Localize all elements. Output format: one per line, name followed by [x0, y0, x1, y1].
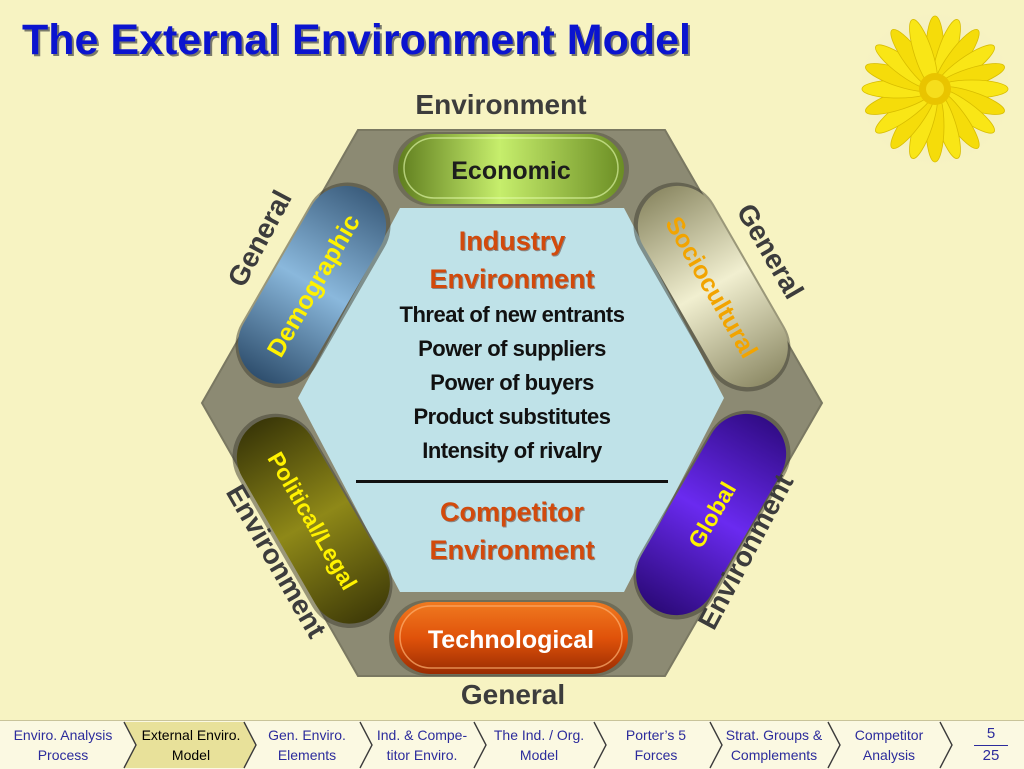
navigation-bar: Enviro. Analysis Process External Enviro… [0, 720, 1024, 769]
top-environment-label: Environment [415, 89, 586, 120]
page-separator [974, 745, 1008, 746]
nav-line1: External Enviro. [141, 727, 241, 743]
economic-label: Economic [451, 157, 571, 185]
environment-diagram: Economic Technological Demographic Socio… [200, 89, 824, 710]
nav-ind-org-model[interactable]: The Ind. / Org. Model [480, 721, 598, 769]
industry-item: Power of suppliers [418, 336, 606, 361]
nav-line1: Strat. Groups & [725, 727, 823, 743]
nav-line2: Forces [634, 747, 678, 763]
nav-line2: Model [171, 747, 211, 763]
nav-strat-groups-complements[interactable]: Strat. Groups & Complements [716, 721, 832, 769]
slide-title: The External Environment Model [22, 16, 691, 64]
industry-item: Power of buyers [430, 370, 594, 395]
divider-line [356, 480, 668, 483]
flower-image [853, 7, 1017, 171]
nav-porters-5-forces[interactable]: Porter’s 5 Forces [600, 721, 712, 769]
nav-competitor-analysis[interactable]: Competitor Analysis [834, 721, 944, 769]
nav-line1: Gen. Enviro. [268, 727, 346, 743]
nav-enviro-analysis-process[interactable]: Enviro. Analysis Process [0, 721, 126, 769]
nav-external-enviro-model[interactable]: External Enviro. Model [132, 721, 250, 769]
nav-line1: Enviro. Analysis [13, 727, 113, 743]
inner-hexagon [298, 208, 724, 592]
page-current: 5 [986, 725, 996, 742]
industry-title-line1: Industry [458, 226, 566, 256]
bottom-general-label: General [461, 679, 565, 710]
nav-line2: Process [37, 747, 89, 763]
technological-segment[interactable]: Technological [389, 600, 633, 676]
nav-line2: Elements [277, 747, 337, 763]
industry-item: Product substitutes [413, 404, 611, 429]
nav-line2: Model [519, 747, 559, 763]
technological-label: Technological [428, 626, 594, 654]
nav-line2: Analysis [862, 747, 916, 763]
nav-ind-competitor-enviro[interactable]: Ind. & Compe- titor Enviro. [366, 721, 478, 769]
economic-segment[interactable]: Economic [393, 132, 629, 206]
nav-line2: Complements [730, 747, 818, 763]
active-nav-highlight [124, 722, 256, 768]
nav-line1: The Ind. / Org. [493, 727, 585, 743]
industry-environment-block: Industry Environment Threat of new entra… [352, 222, 672, 569]
industry-item: Intensity of rivalry [422, 438, 602, 463]
competitor-title-line1: Competitor [440, 497, 584, 527]
nav-line1: Competitor [854, 727, 924, 743]
page-total: 25 [982, 747, 1000, 764]
industry-item: Threat of new entrants [399, 302, 625, 327]
nav-line1: Ind. & Compe- [376, 727, 468, 743]
industry-title-line2: Environment [429, 264, 595, 294]
nav-line1: Porter’s 5 [625, 727, 687, 743]
global-segment[interactable]: Global [618, 395, 806, 635]
sociocultural-segment[interactable]: Sociocultural [618, 167, 806, 407]
competitor-title-line2: Environment [429, 535, 595, 565]
flower-petals [861, 15, 1009, 163]
nav-chevrons [123, 721, 953, 769]
nav-line2: titor Enviro. [386, 747, 458, 763]
page-number: 5 25 [968, 725, 1014, 765]
nav-gen-enviro-elements[interactable]: Gen. Enviro. Elements [252, 721, 362, 769]
